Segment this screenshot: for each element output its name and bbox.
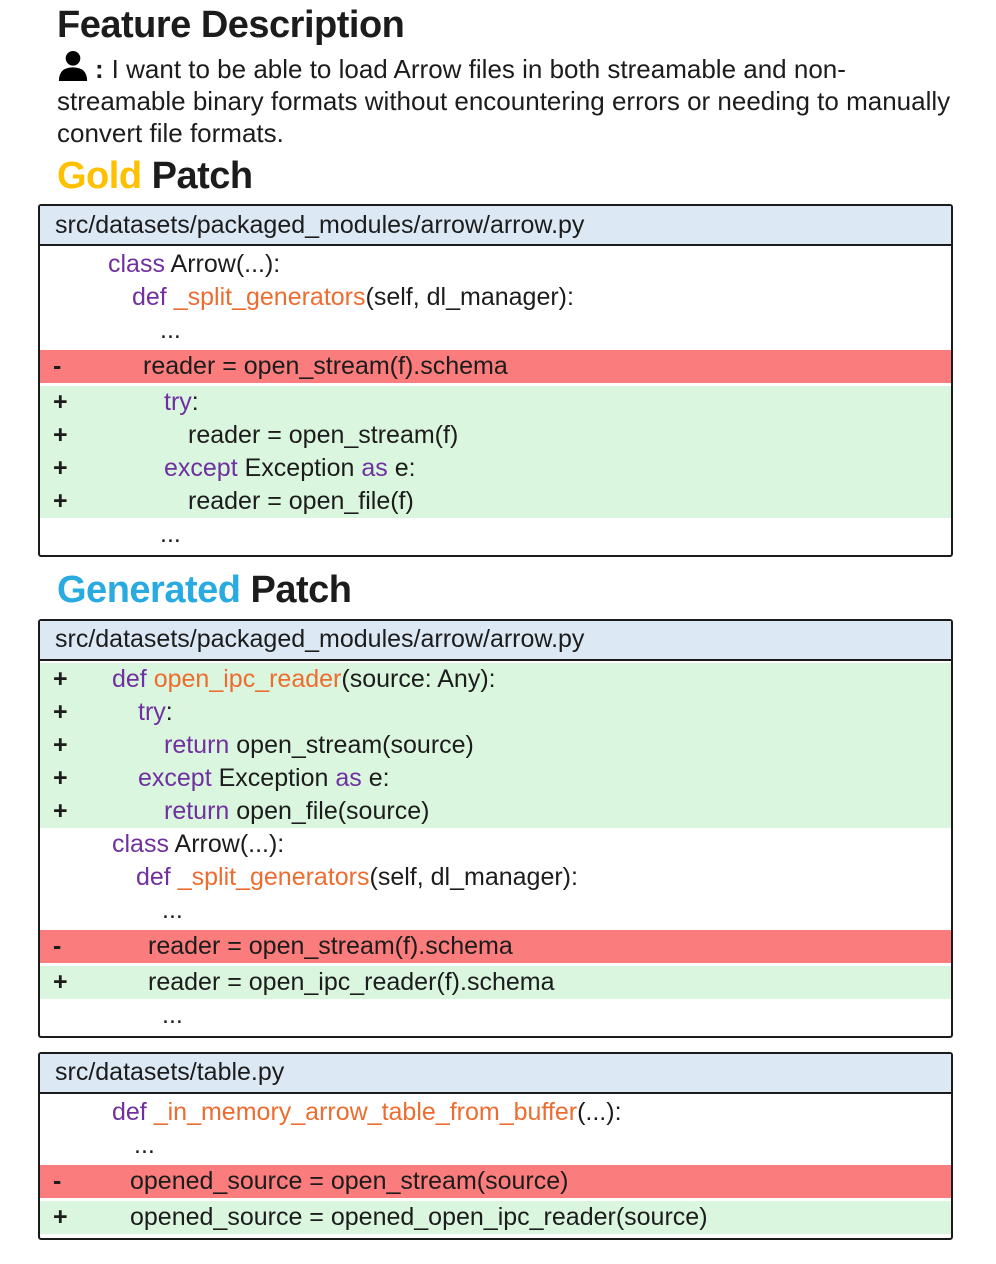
diff-marker: + (53, 763, 68, 792)
diff-marker: + (53, 730, 68, 759)
user-colon-separator: : (95, 53, 104, 84)
diff-marker: + (53, 1202, 68, 1231)
diff-marker: + (53, 664, 68, 693)
diff-marker: + (53, 487, 68, 516)
gold-patch-title: Gold Patch (57, 155, 996, 199)
code-text: class Arrow(...): (112, 829, 285, 858)
code-line-added: + except Exception as e: (40, 452, 951, 486)
generated-patch-title-accent: Generated (57, 569, 241, 612)
code-line-added: + return open_stream(source) (40, 728, 951, 762)
code-text: def open_ipc_reader(source: Any): (112, 664, 496, 693)
generated-arrow-file-path-header: src/datasets/packaged_modules/arrow/arro… (40, 620, 951, 661)
code-text: def _split_generators(self, dl_manager): (132, 283, 574, 312)
code-line-added: + reader = open_stream(f) (40, 419, 951, 453)
code-text: class Arrow(...): (108, 250, 281, 279)
diff-marker: + (53, 796, 68, 825)
code-text: reader = open_ipc_reader(f).schema (148, 967, 555, 996)
code-text: reader = open_file(f) (188, 487, 414, 516)
generated-patch-arrow-code-block: src/datasets/packaged_modules/arrow/arro… (38, 618, 953, 1038)
code-text: def _split_generators(self, dl_manager): (136, 862, 578, 891)
code-text: reader = open_stream(f).schema (143, 352, 508, 381)
code-line-context: def _in_memory_arrow_table_from_buffer(.… (40, 1096, 951, 1129)
code-line-removed: - reader = open_stream(f).schema (40, 926, 951, 966)
code-text: reader = open_stream(f).schema (148, 931, 513, 960)
code-line-added: + def open_ipc_reader(source: Any): (40, 662, 951, 696)
diff-marker: - (53, 352, 62, 381)
code-line-added: + try: (40, 386, 951, 420)
user-person-icon (57, 50, 89, 81)
code-line-context: def _split_generators(self, dl_manager): (40, 861, 951, 894)
generated-patch-title-rest: Patch (250, 569, 352, 612)
diff-marker: + (53, 388, 68, 417)
feature-description-text: :I want to be able to load Arrow files i… (57, 50, 962, 149)
code-text: ... (162, 895, 183, 924)
diff-marker: + (53, 454, 68, 483)
diff-marker: - (53, 1166, 62, 1195)
code-text: ... (162, 1000, 183, 1029)
code-text: return open_file(source) (164, 796, 430, 825)
code-line-added: + opened_source = opened_open_ipc_reader(… (40, 1200, 951, 1234)
code-line-context: ... (40, 894, 951, 927)
code-text: try: (138, 697, 173, 726)
code-text: except Exception as e: (164, 454, 416, 483)
code-text: try: (164, 388, 199, 417)
code-text: return open_stream(source) (164, 730, 474, 759)
generated-patch-title: Generated Patch (57, 569, 996, 613)
gold-patch-title-rest: Patch (151, 154, 253, 197)
code-line-removed: - opened_source = open_stream(source) (40, 1161, 951, 1201)
feature-description-title: Feature Description (57, 4, 405, 46)
code-line-added: + reader = open_ipc_reader(f).schema (40, 965, 951, 999)
generated-arrow-code-lines: +def open_ipc_reader(source: Any):+try:+… (40, 661, 951, 1036)
gold-file-path-header: src/datasets/packaged_modules/arrow/arro… (40, 206, 951, 247)
gold-patch-code-block: src/datasets/packaged_modules/arrow/arro… (38, 204, 953, 558)
diff-marker: + (53, 421, 68, 450)
code-text: opened_source = opened_open_ipc_reader(s… (130, 1202, 708, 1231)
code-text: opened_source = open_stream(source) (130, 1166, 569, 1195)
diff-marker: + (53, 697, 68, 726)
generated-table-file-path-header: src/datasets/table.py (40, 1053, 951, 1094)
code-line-context: class Arrow(...): (40, 828, 951, 861)
code-line-context: ... (40, 1129, 951, 1162)
gold-code-lines: class Arrow(...): def _split_generators(s… (40, 246, 951, 555)
diff-marker: + (53, 967, 68, 996)
code-text: except Exception as e: (138, 763, 390, 792)
code-line-context: ... (40, 999, 951, 1032)
code-line-context: ... (40, 314, 951, 347)
code-text: ... (134, 1130, 155, 1159)
code-line-added: + except Exception as e: (40, 761, 951, 795)
gold-patch-title-accent: Gold (57, 154, 142, 197)
code-text: ... (160, 316, 181, 345)
feature-description-body: I want to be able to load Arrow files in… (57, 53, 951, 148)
generated-table-code-lines: def _in_memory_arrow_table_from_buffer(.… (40, 1094, 951, 1238)
diff-marker: - (53, 931, 62, 960)
code-line-context: ... (40, 518, 951, 551)
patch-comparison-figure: Feature Description :I want to be able t… (0, 4, 996, 1264)
code-line-added: + reader = open_file(f) (40, 485, 951, 519)
code-text: def _in_memory_arrow_table_from_buffer(.… (112, 1097, 622, 1126)
code-line-context: def _split_generators(self, dl_manager): (40, 281, 951, 314)
code-line-context: class Arrow(...): (40, 248, 951, 281)
code-text: ... (160, 520, 181, 549)
code-line-added: + try: (40, 695, 951, 729)
code-line-added: + return open_file(source) (40, 794, 951, 828)
code-text: reader = open_stream(f) (188, 421, 459, 450)
generated-patch-table-code-block: src/datasets/table.py def _in_memory_arr… (38, 1051, 953, 1240)
code-line-removed: - reader = open_stream(f).schema (40, 347, 951, 387)
